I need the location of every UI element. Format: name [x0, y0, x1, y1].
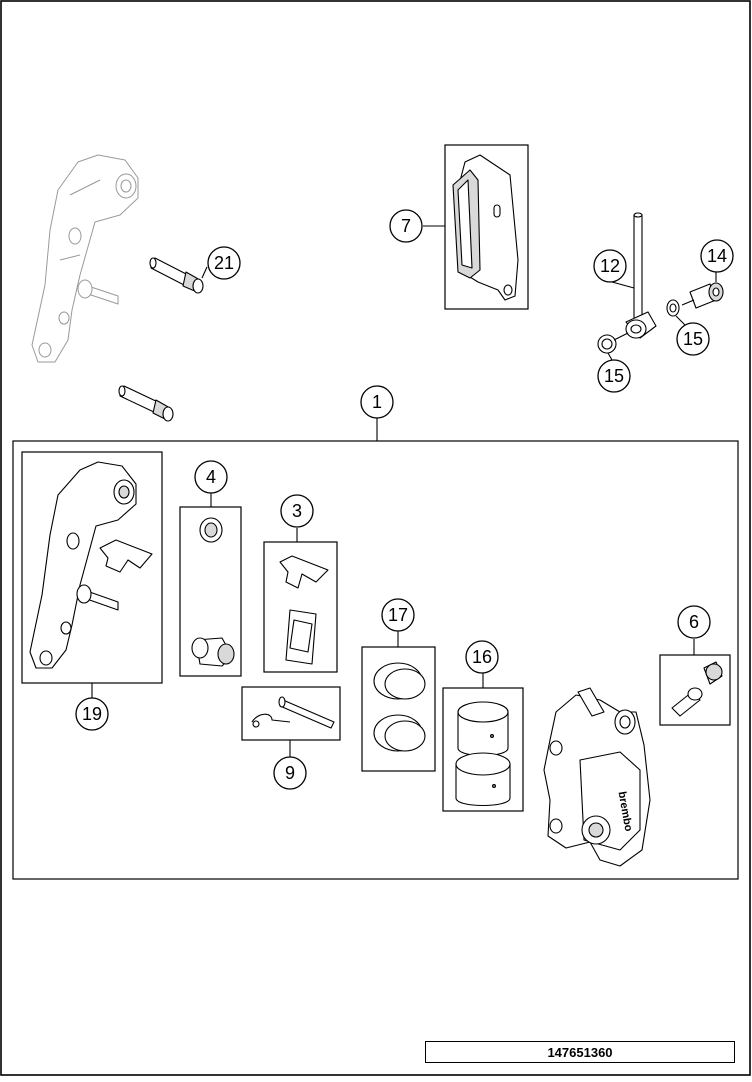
- svg-text:15: 15: [604, 366, 624, 386]
- callout-1: 1: [360, 385, 394, 419]
- caliper-body: brembo: [543, 687, 651, 867]
- washer-part-15-upper: [666, 299, 687, 327]
- svg-text:6: 6: [689, 612, 699, 632]
- screw-part-21: [149, 257, 204, 294]
- seal-kit-part-17: [361, 631, 436, 772]
- svg-text:3: 3: [292, 501, 302, 521]
- svg-text:12: 12: [600, 256, 620, 276]
- pad-spring-part-3: [263, 528, 338, 673]
- diagram-number-box: 147651360: [425, 1041, 735, 1063]
- callout-15-lower: 15: [597, 359, 631, 393]
- brake-line-part-12: [611, 212, 657, 339]
- callout-9: 9: [273, 756, 307, 790]
- callout-12: 12: [593, 249, 627, 283]
- callout-16: 16: [465, 640, 499, 674]
- piston-part-16: [442, 672, 524, 812]
- svg-text:15: 15: [683, 329, 703, 349]
- banjo-bolt-part-14: [681, 270, 724, 309]
- svg-text:1: 1: [372, 392, 382, 412]
- callout-6: 6: [677, 605, 711, 639]
- callout-17: 17: [381, 598, 415, 632]
- svg-text:17: 17: [388, 605, 408, 625]
- assembly-frame: [12, 440, 739, 880]
- svg-text:16: 16: [472, 647, 492, 667]
- bleed-screw-part-4: [179, 493, 242, 677]
- brake-pads-part-7: [423, 144, 529, 310]
- washer-part-15-lower: [597, 332, 629, 361]
- callout-14: 14: [700, 239, 734, 273]
- svg-text:4: 4: [206, 467, 216, 487]
- callout-7: 7: [389, 209, 423, 243]
- svg-text:19: 19: [82, 704, 102, 724]
- callout-4: 4: [194, 460, 228, 494]
- callout-3: 3: [280, 494, 314, 528]
- bleeder-set-part-6: [659, 639, 731, 726]
- svg-text:9: 9: [285, 763, 295, 783]
- caliper-bracket-faint: [31, 154, 139, 363]
- callout-19: 19: [75, 697, 109, 731]
- bracket-part-19: [21, 451, 163, 698]
- svg-text:21: 21: [214, 253, 234, 273]
- callout-21: 21: [207, 246, 241, 280]
- svg-text:14: 14: [707, 246, 727, 266]
- pin-part-9: [241, 686, 341, 758]
- screw-part-lower: [118, 385, 174, 422]
- svg-text:7: 7: [401, 216, 411, 236]
- callout-15-upper: 15: [676, 322, 710, 356]
